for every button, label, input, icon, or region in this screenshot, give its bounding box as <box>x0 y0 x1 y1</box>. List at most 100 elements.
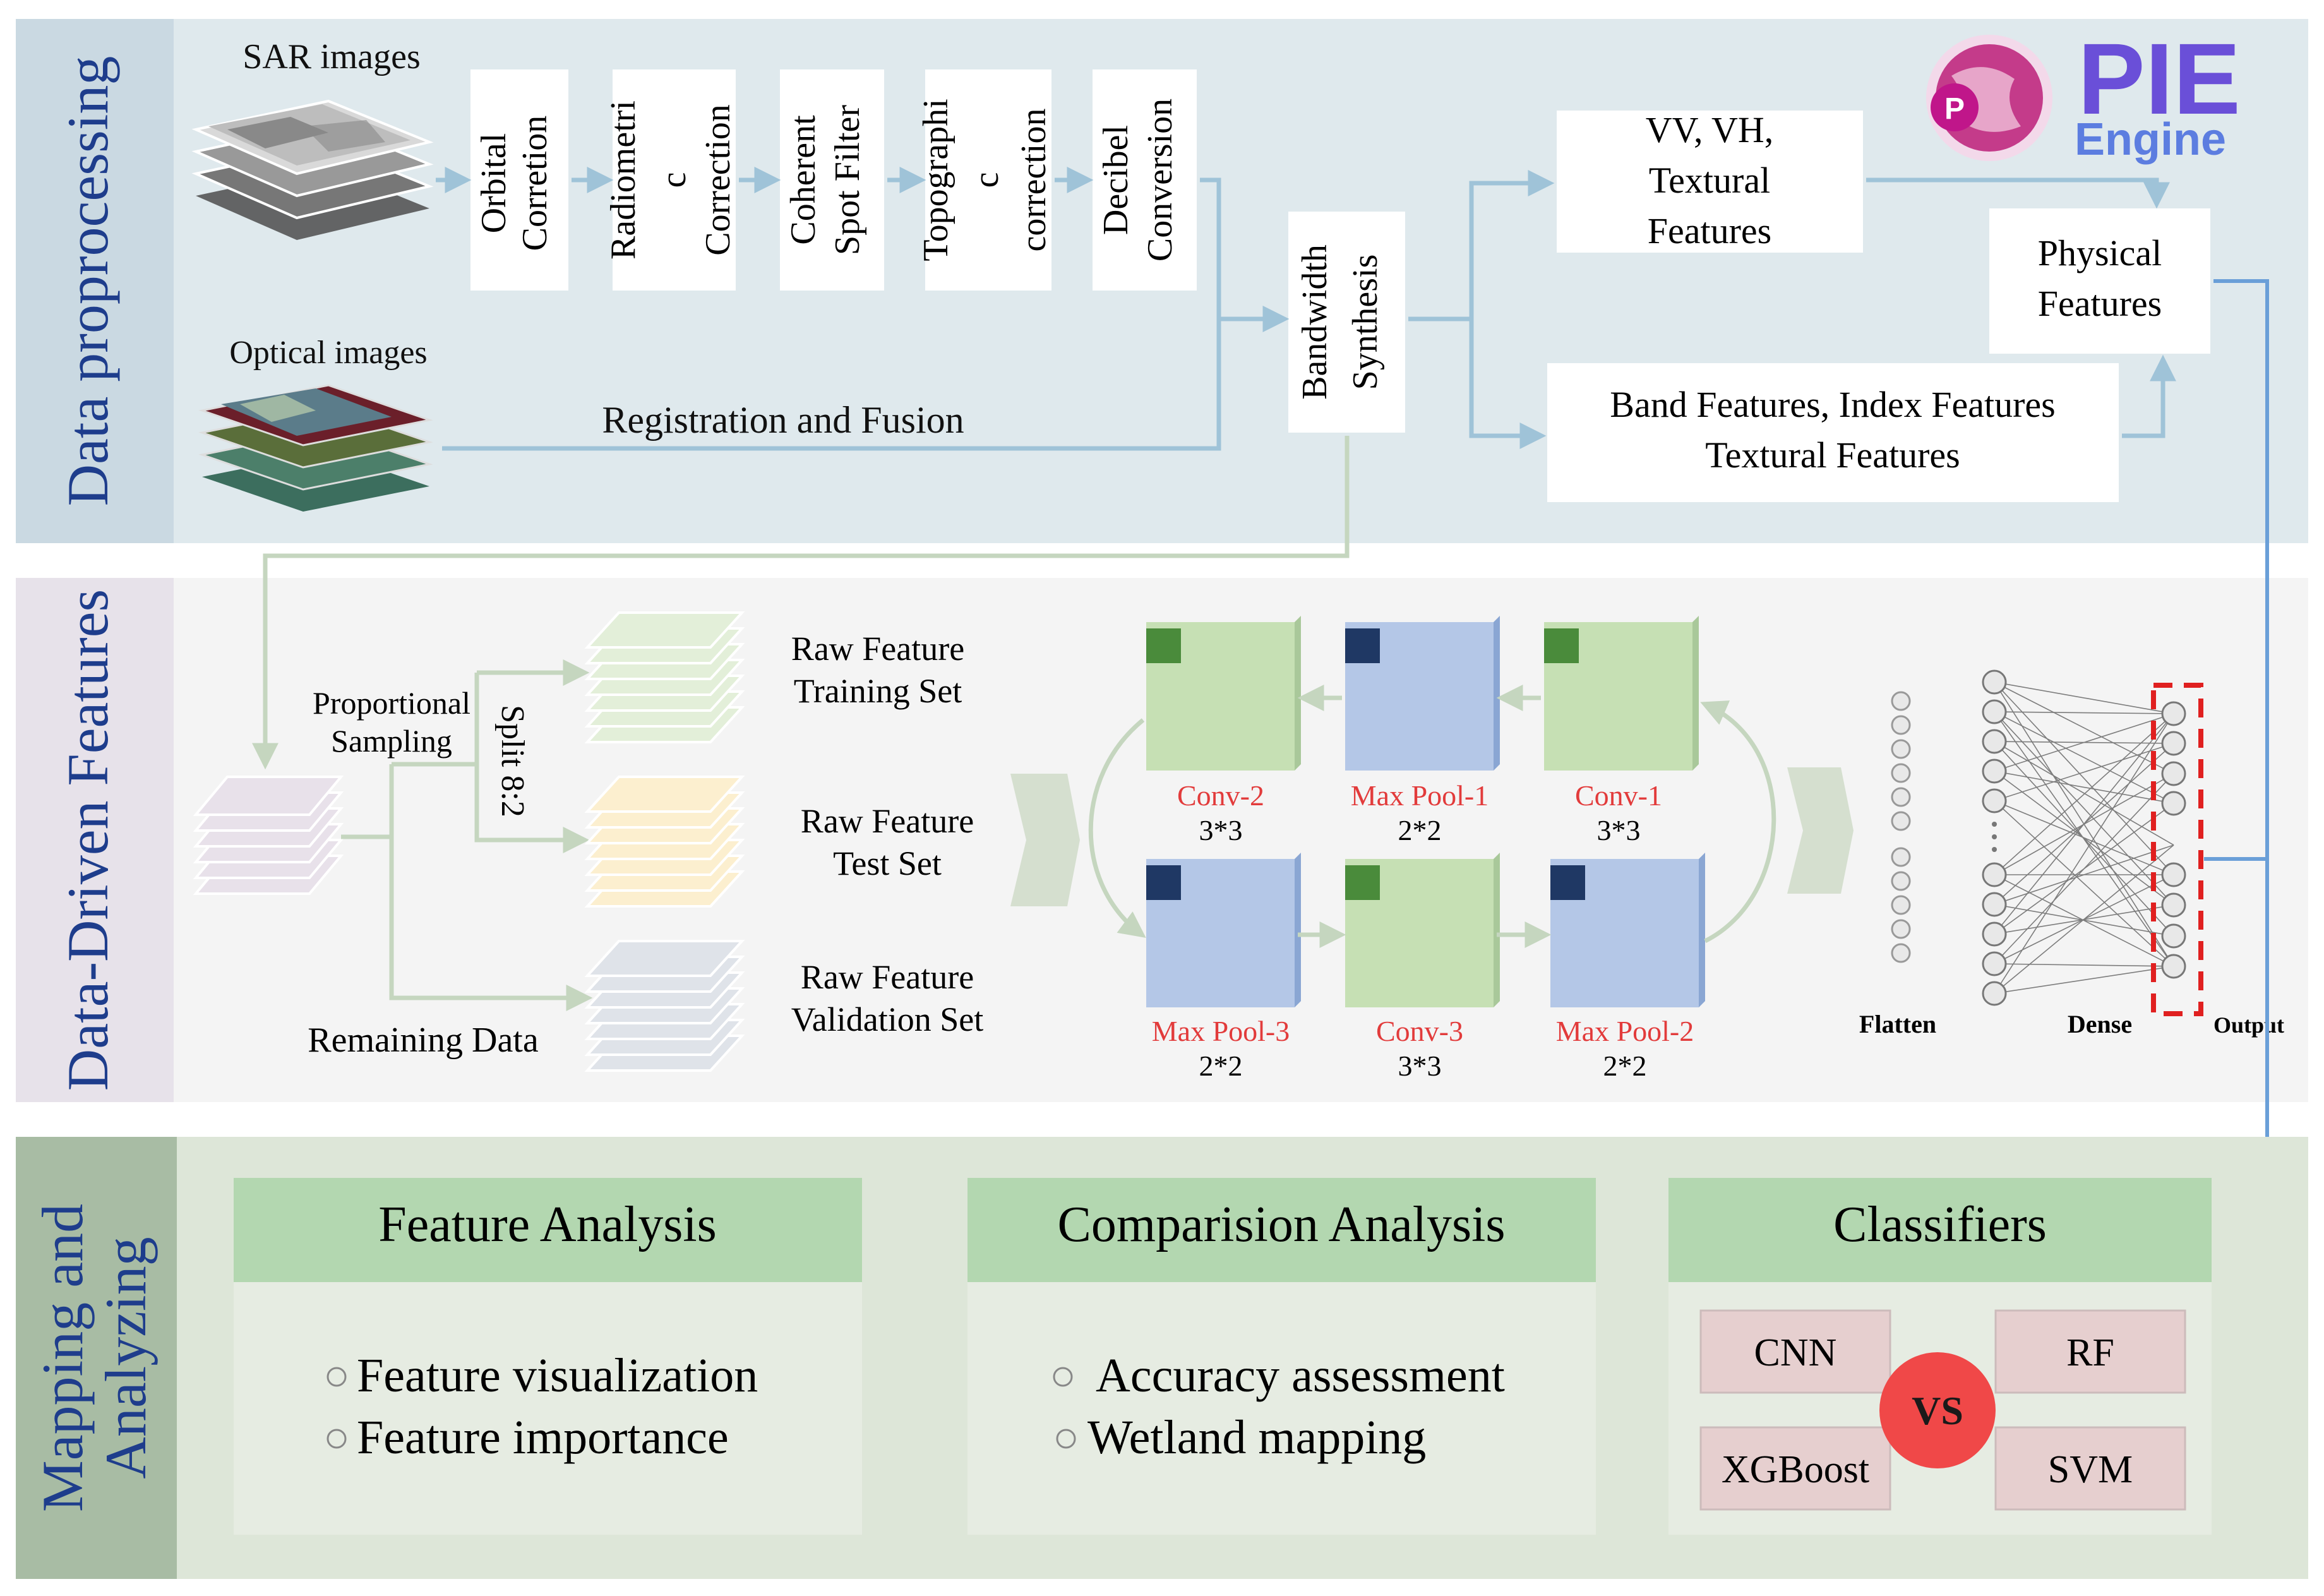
cnn-label: CNN <box>1754 1331 1837 1374</box>
phys-line2: Features <box>2038 283 2162 324</box>
flatten-label: Flatten <box>1859 1010 1936 1038</box>
chevron-arrow-1 <box>1010 774 1080 906</box>
proportional-sampling-label: Proportional Sampling <box>313 685 470 759</box>
section-label-bg <box>16 19 174 543</box>
remaining-label: Remaining Data <box>308 1021 539 1060</box>
svg-text:2*2: 2*2 <box>1199 1050 1243 1082</box>
svg-text:3*3: 3*3 <box>1199 814 1243 846</box>
svg-text:Max Pool-1: Max Pool-1 <box>1351 779 1489 812</box>
section-title-mapping-2: Analyzing <box>93 1237 158 1479</box>
dense-layer <box>1982 669 2007 1006</box>
svm-box <box>1994 1426 2186 1511</box>
validation-set-label: Raw Feature Validation Set <box>791 958 983 1038</box>
training-set-label: Raw Feature Training Set <box>791 630 964 710</box>
svg-text:Sampling: Sampling <box>331 723 452 759</box>
section-title-data: Data proprocessing <box>56 56 120 507</box>
cnn-block-pool1: Max Pool-1 2*2 <box>1345 616 1500 846</box>
logo-sub: Engine <box>2075 114 2226 165</box>
decibel-line1: Decibel <box>1096 125 1135 235</box>
svg-text:2*2: 2*2 <box>1603 1050 1647 1082</box>
classifiers-card: Classifiers CNN RF XGBoost SVM VS <box>1668 1178 2212 1535</box>
cnn-block-conv3: Conv-3 3*3 <box>1345 853 1500 1082</box>
comparison-item-1: Accuracy assessment <box>1096 1349 1505 1402</box>
svg-text:Conv-1: Conv-1 <box>1575 779 1662 812</box>
optical-features-box: Band Features, Index Features Textural F… <box>1547 363 2119 502</box>
orbital-correction-box: Orbital Corretion <box>470 69 568 291</box>
feature-analysis-card: Feature Analysis Feature visualization F… <box>234 1178 862 1535</box>
dense-label: Dense <box>2068 1010 2132 1038</box>
split-label: Split 8:2 <box>494 705 530 817</box>
speckle-line1: Coherent <box>784 115 823 245</box>
radiometric-correction-box: Radiometri c Correction <box>604 69 738 291</box>
output-label: Output <box>2213 1012 2284 1038</box>
optical-label: Optical images <box>229 335 427 371</box>
xgboost-box <box>1699 1426 1891 1511</box>
sar-feat-line1: VV, VH, <box>1646 109 1774 150</box>
decibel-conversion-box: Decibel Conversion <box>1093 69 1197 291</box>
sampling-arrows <box>341 659 593 1011</box>
chevron-arrow-2 <box>1787 767 1854 894</box>
speckle-filter-box: Coherent Spot Filter <box>780 69 884 291</box>
svg-text:Training Set: Training Set <box>794 672 962 710</box>
cnn-block-conv1: Conv-1 3*3 <box>1544 616 1699 846</box>
section3-label-bg <box>16 1137 177 1579</box>
svg-text:Test Set: Test Set <box>833 844 942 882</box>
optical-image-stack: Optical images <box>198 335 433 512</box>
feature-item-2: Feature importance <box>357 1411 729 1464</box>
svg-text:2*2: 2*2 <box>1398 814 1442 846</box>
decibel-line2: Conversion <box>1141 99 1180 261</box>
test-set-stack <box>584 776 745 908</box>
topo-line2: c <box>967 172 1006 188</box>
raw-data-stack <box>193 776 344 895</box>
rf-label: RF <box>2066 1331 2114 1374</box>
comparison-analysis-title: Comparision Analysis <box>1058 1197 1506 1252</box>
registration-label: Registration and Fusion <box>602 399 964 441</box>
cnn-block-pool2: Max Pool-2 2*2 <box>1550 853 1705 1082</box>
band-connector <box>252 436 1350 770</box>
flatten-layer <box>1891 691 1911 963</box>
comparison-analysis-card: Comparision Analysis Accuracy assessment… <box>967 1178 1596 1535</box>
processing-arrows <box>436 167 2176 451</box>
orbital-line1: Orbital <box>474 133 513 234</box>
svg-text:Validation Set: Validation Set <box>791 1000 983 1038</box>
svg-text:Max Pool-2: Max Pool-2 <box>1556 1015 1694 1047</box>
sar-features-box: VV, VH, Textural Features <box>1557 109 1863 253</box>
svg-text:Raw Feature: Raw Feature <box>791 630 964 668</box>
svg-text:Raw Feature: Raw Feature <box>801 958 974 996</box>
svg-text:Raw Feature: Raw Feature <box>801 802 974 840</box>
bandwidth-line2: Synthesis <box>1346 255 1385 390</box>
opt-feat-line1: Band Features, Index Features <box>1610 384 2055 425</box>
svg-text:3*3: 3*3 <box>1597 814 1641 846</box>
sar-image-stack: SAR images <box>191 37 434 240</box>
vs-badge <box>1879 1352 1996 1468</box>
feature-analysis-title: Feature Analysis <box>378 1197 716 1252</box>
output-highlight-box <box>2151 683 2203 1016</box>
physical-features-box: Physical Features <box>1989 208 2210 354</box>
section-title-features: Data-Driven Features <box>56 589 120 1091</box>
svg-text:P: P <box>1944 92 1965 126</box>
comparison-item-2: Wetland mapping <box>1087 1411 1426 1464</box>
svm-label: SVM <box>2048 1448 2133 1491</box>
phys-line1: Physical <box>2038 232 2162 273</box>
svg-text:3*3: 3*3 <box>1398 1050 1442 1082</box>
xgboost-label: XGBoost <box>1722 1448 1869 1491</box>
training-set-stack <box>584 611 745 743</box>
topographic-correction-box: Topographi c correction <box>916 69 1053 291</box>
validation-set-stack <box>584 940 745 1072</box>
pie-engine-logo: P PIE Engine <box>1926 22 2241 165</box>
svg-text:Max Pool-3: Max Pool-3 <box>1152 1015 1290 1047</box>
dense-dots <box>1992 822 1997 852</box>
section2-label-bg <box>16 578 174 1102</box>
svg-text:Conv-3: Conv-3 <box>1376 1015 1463 1047</box>
cnn-box <box>1699 1309 1891 1394</box>
bandwidth-line1: Bandwidth <box>1295 244 1334 400</box>
cnn-flow-arrows <box>1088 685 1776 948</box>
radio-line1: Radiometri <box>604 100 643 260</box>
sar-label: SAR images <box>243 37 421 76</box>
svg-text:Proportional: Proportional <box>313 685 470 721</box>
orbital-line2: Corretion <box>515 116 554 251</box>
radio-line2: c <box>654 172 693 188</box>
cnn-block-pool3: Max Pool-3 2*2 <box>1146 853 1301 1082</box>
sar-feat-line3: Features <box>1648 210 1772 251</box>
